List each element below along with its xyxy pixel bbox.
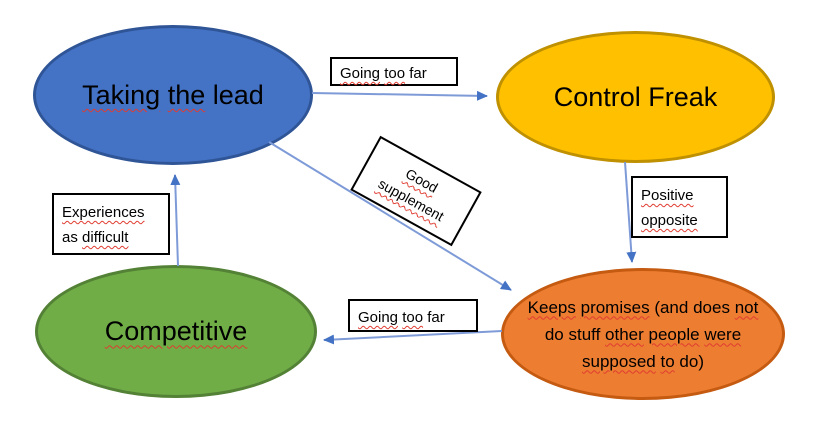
node-keeps-promises: Keeps promises (and does not do stuff ot… [501, 268, 785, 400]
arrow-keeps-promises-to-competitive [323, 330, 503, 345]
node-competitive: Competitive [35, 265, 317, 398]
node-control-freak-label: Control Freak [553, 81, 718, 112]
arrow-taking-lead-to-control-freak [311, 90, 488, 101]
node-taking-the-lead-label: Taking the lead [82, 79, 264, 110]
node-keeps-promises-label: Keeps promises (and does not do stuff ot… [527, 297, 759, 371]
edge-label-going-too-far-top: Going too far [330, 57, 458, 86]
node-taking-the-lead: Taking the lead [33, 25, 313, 165]
node-competitive-label: Competitive [104, 316, 248, 347]
edge-label-going-too-far-bottom: Going too far [348, 299, 478, 332]
arrow-competitive-to-taking-lead [170, 174, 181, 267]
node-control-freak: Control Freak [496, 31, 775, 163]
